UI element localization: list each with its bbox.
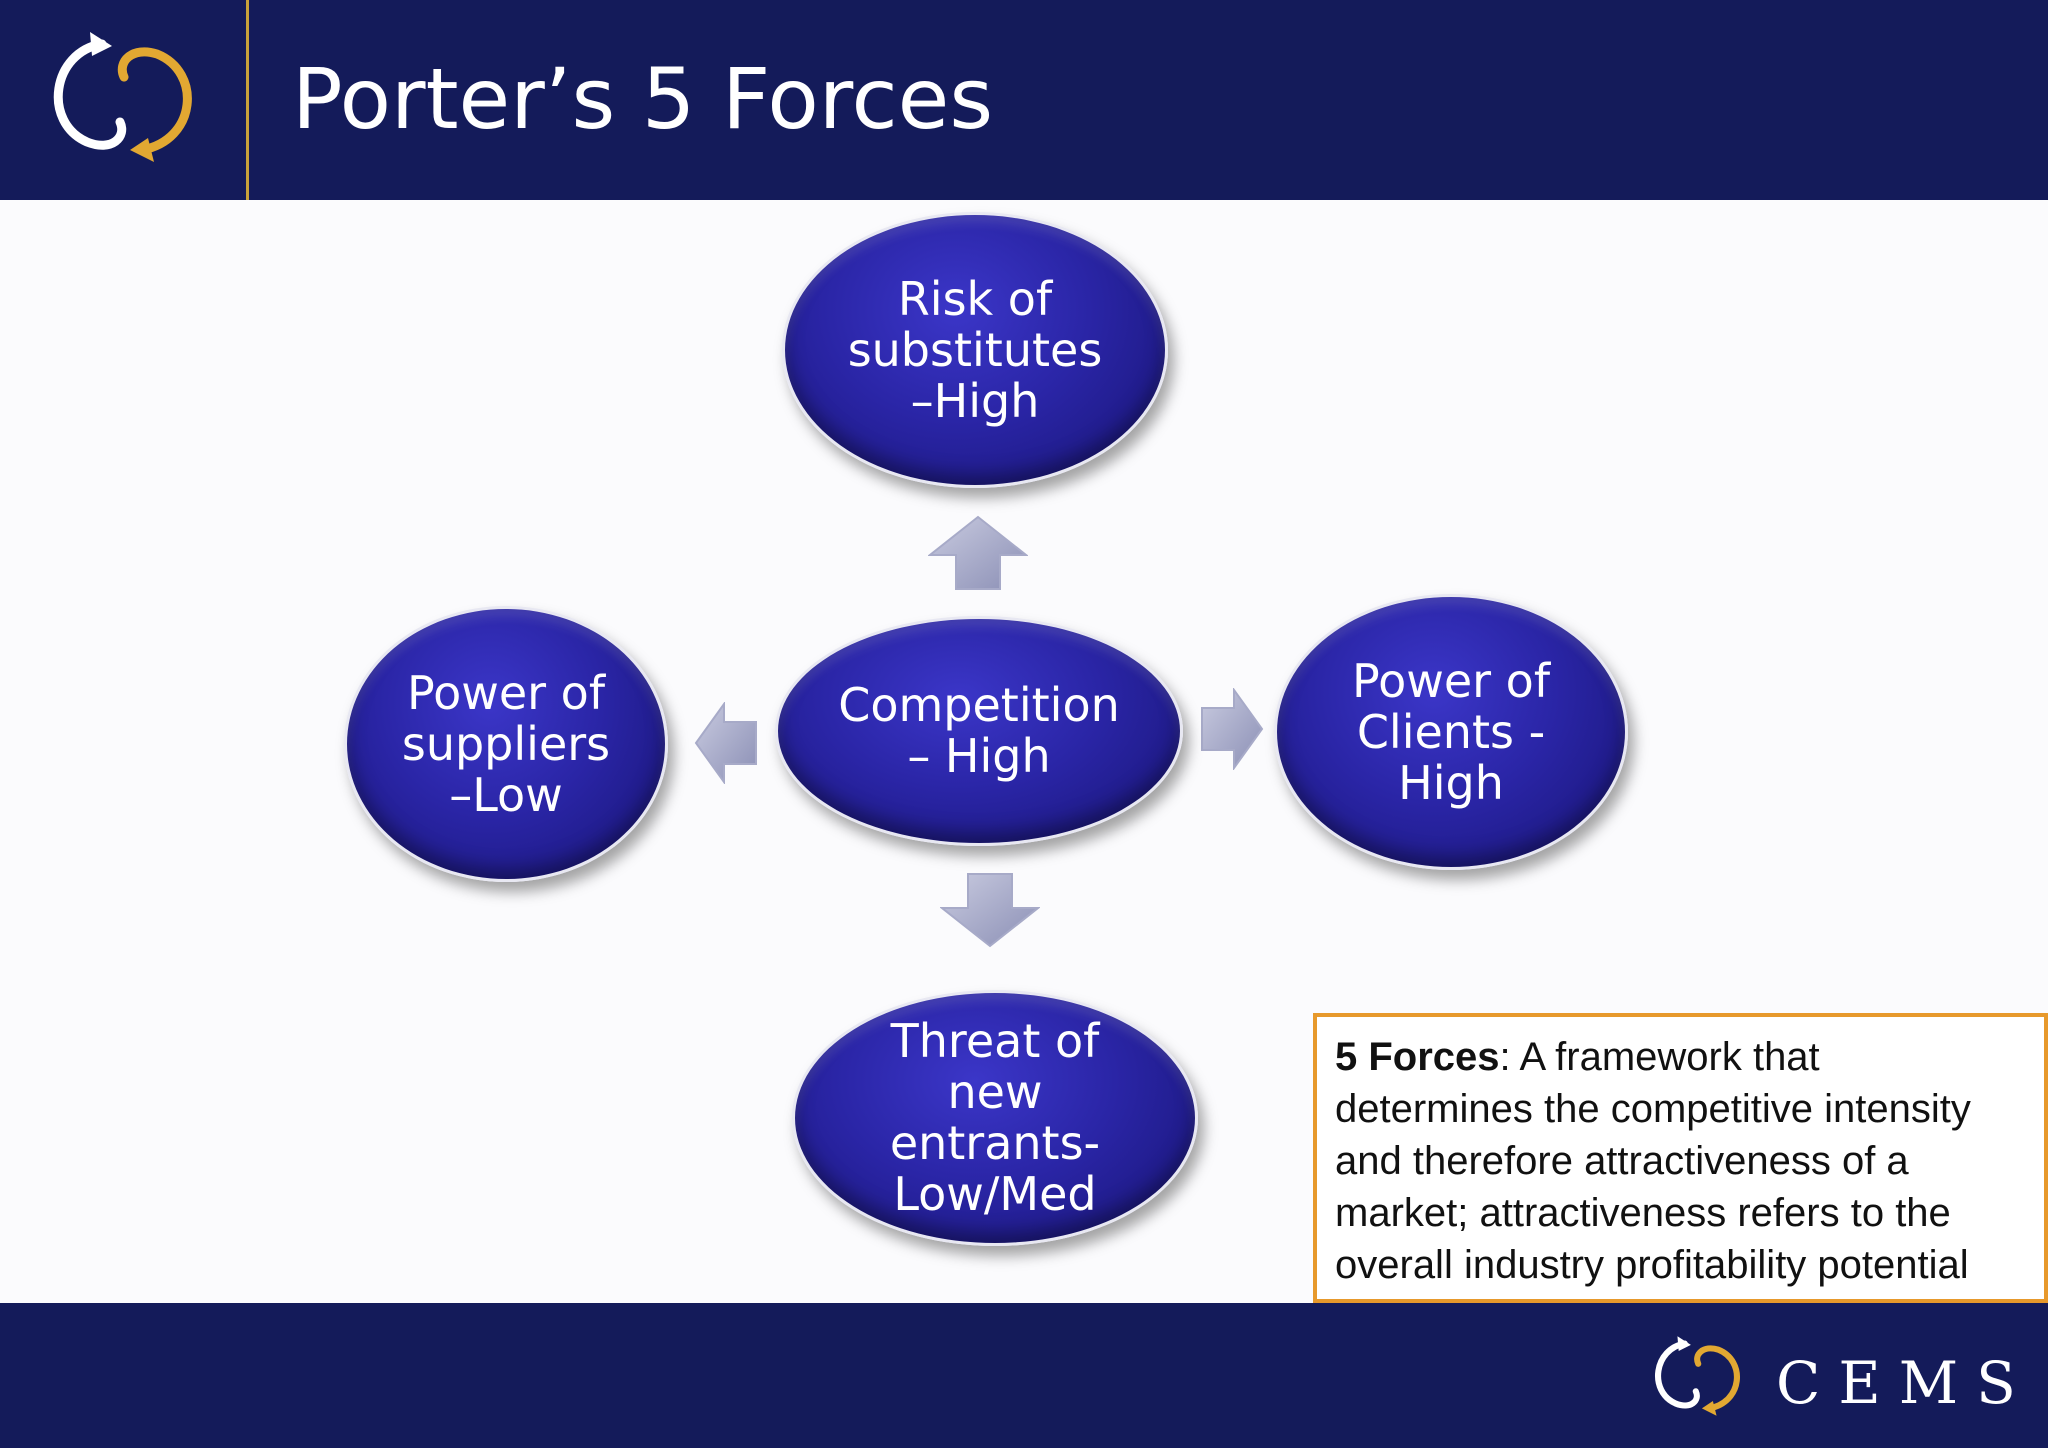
arrow-down-icon	[940, 873, 1040, 948]
force-power-of-clients: Power of Clients - High	[1274, 594, 1628, 870]
force-competition: Competition – High	[775, 616, 1183, 846]
force-label: Threat of new entrants- Low/Med	[889, 1014, 1101, 1221]
force-label: Risk of substitutes –High	[847, 271, 1103, 428]
definition-text: : A framework that determines the compet…	[1335, 1035, 1971, 1287]
force-risk-of-substitutes: Risk of substitutes –High	[782, 212, 1168, 488]
brand-wordmark: CEMS	[1776, 1349, 2034, 1417]
slide-footer	[0, 1303, 2048, 1448]
slide-header	[0, 0, 2048, 200]
arrow-up-icon	[928, 515, 1028, 590]
force-label: Power of Clients - High	[1351, 653, 1551, 810]
force-label: Competition – High	[838, 678, 1120, 783]
arrow-left-icon	[694, 702, 757, 784]
force-threat-of-new-entrants: Threat of new entrants- Low/Med	[792, 990, 1198, 1246]
header-divider	[246, 0, 249, 200]
cems-logo-icon	[53, 32, 192, 162]
definition-box: 5 Forces: A framework that determines th…	[1313, 1013, 2048, 1303]
cems-footer-logo-icon	[1655, 1336, 1740, 1416]
definition-term: 5 Forces	[1335, 1035, 1500, 1079]
force-power-of-suppliers: Power of suppliers –Low	[344, 606, 668, 882]
force-label: Power of suppliers –Low	[401, 665, 611, 822]
arrow-right-icon	[1201, 688, 1264, 770]
page-title: Porter’s 5 Forces	[292, 50, 994, 148]
